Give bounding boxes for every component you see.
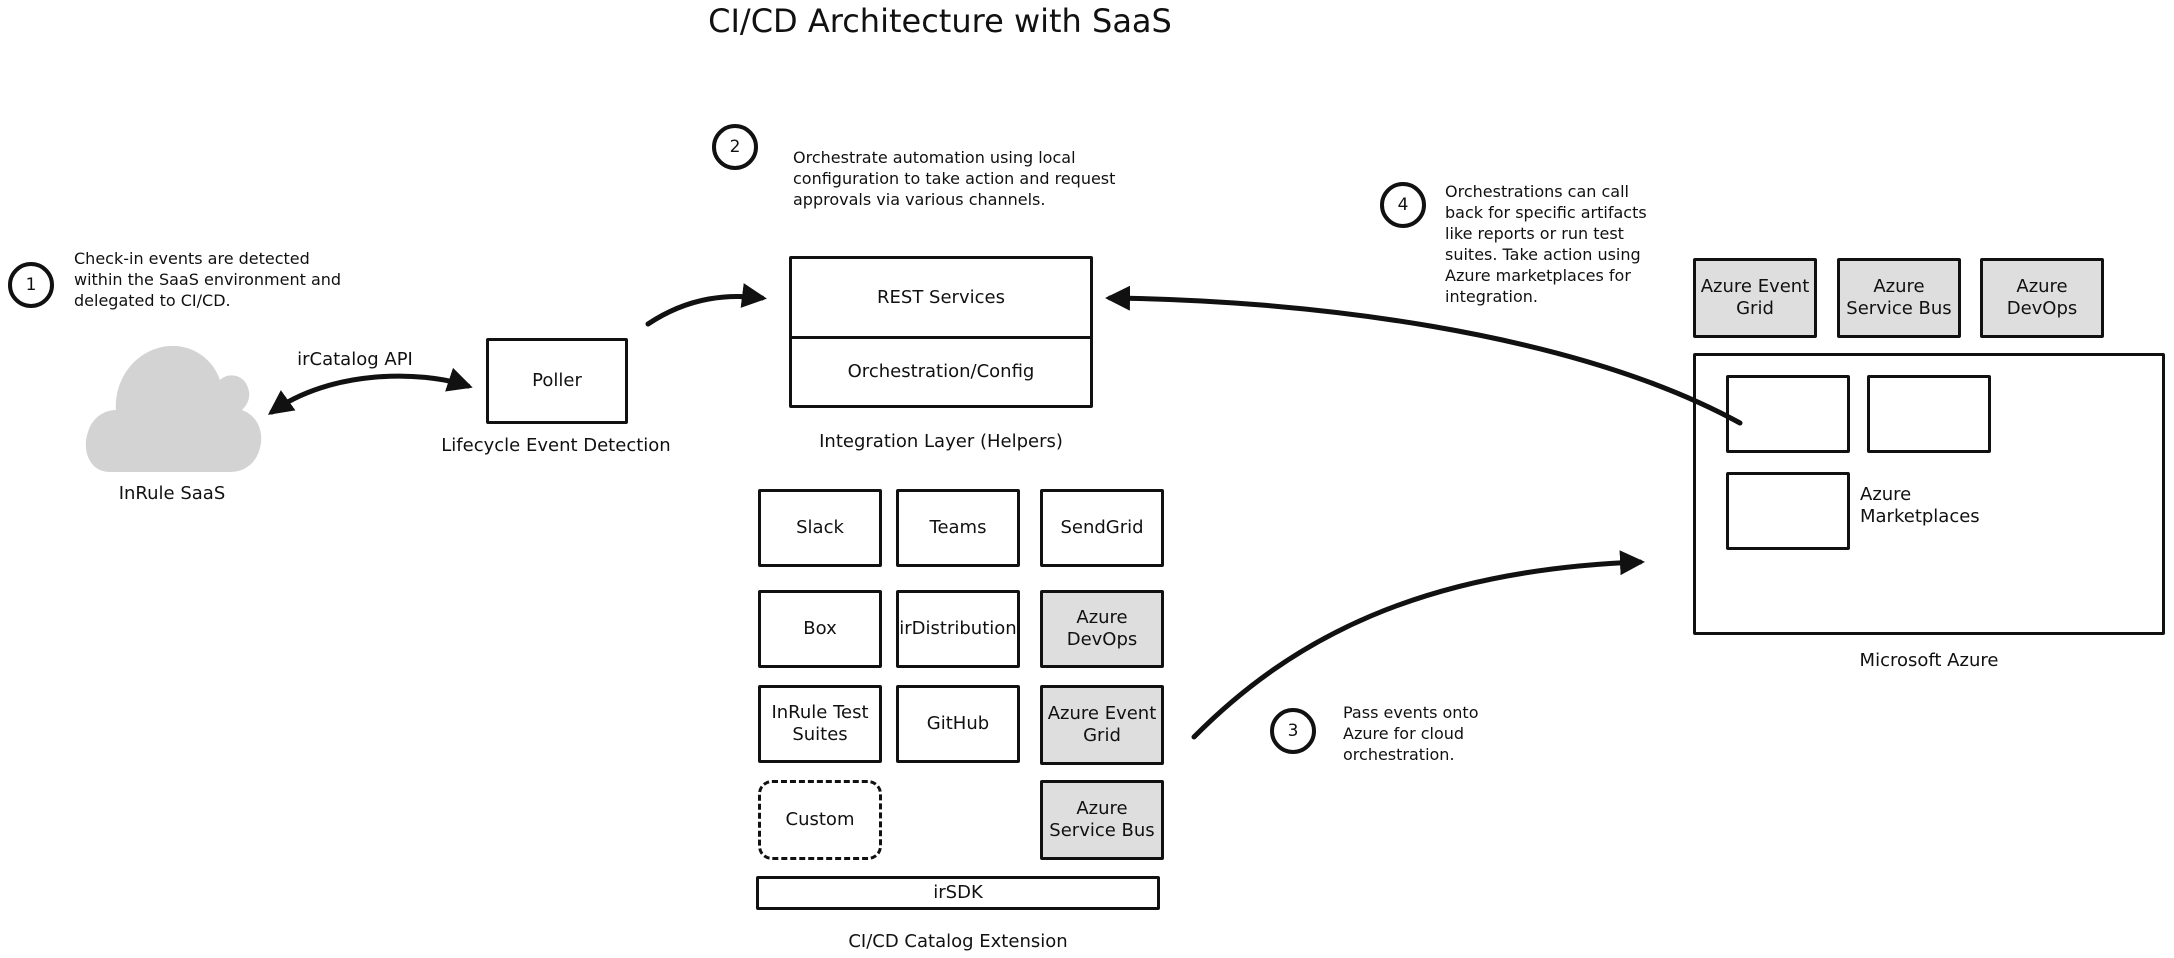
api-label: irCatalog API bbox=[297, 349, 413, 370]
poller-caption: Lifecycle Event Detection bbox=[441, 435, 671, 456]
custom-label: Custom bbox=[785, 809, 855, 830]
azure-service-bus-label: Azure Service Bus bbox=[1049, 798, 1155, 841]
marketplace-rest-arrow bbox=[1105, 285, 1743, 426]
slack-box: Slack bbox=[758, 489, 882, 567]
poller-label: Poller bbox=[532, 370, 582, 391]
step-3-note: Pass events onto Azure for cloud orchest… bbox=[1343, 703, 1479, 764]
azure-marketplaces-label: Azure Marketplaces bbox=[1860, 484, 1980, 527]
azure-top-devops-box: Azure DevOps bbox=[1980, 258, 2104, 338]
poller-integration-arrow bbox=[645, 283, 767, 327]
box-label: Box bbox=[803, 618, 837, 639]
azure-devops-box: Azure DevOps bbox=[1040, 590, 1164, 668]
github-box: GitHub bbox=[896, 685, 1020, 763]
azure-caption: Microsoft Azure bbox=[1859, 650, 1999, 671]
step-2-badge: 2 bbox=[712, 124, 758, 170]
test-suites-label: InRule Test Suites bbox=[771, 702, 869, 745]
step-1-badge: 1 bbox=[8, 262, 54, 308]
teams-box: Teams bbox=[896, 489, 1020, 567]
step-3-badge: 3 bbox=[1270, 708, 1316, 754]
irsdk-label: irSDK bbox=[933, 882, 983, 903]
azure-top-service-bus-label: Azure Service Bus bbox=[1846, 276, 1952, 319]
marketplace-slot-3 bbox=[1726, 472, 1850, 550]
slack-label: Slack bbox=[796, 517, 844, 538]
integration-caption: Integration Layer (Helpers) bbox=[819, 431, 1063, 452]
poller-box: Poller bbox=[486, 338, 628, 424]
orchestration-config-box: Orchestration/Config bbox=[789, 336, 1093, 408]
marketplace-slot-2 bbox=[1867, 375, 1991, 453]
azure-top-service-bus-box: Azure Service Bus bbox=[1837, 258, 1961, 338]
azure-service-bus-box: Azure Service Bus bbox=[1040, 780, 1164, 860]
step-4-badge: 4 bbox=[1380, 182, 1426, 228]
extension-caption: CI/CD Catalog Extension bbox=[848, 931, 1068, 952]
teams-label: Teams bbox=[929, 517, 987, 538]
saas-poller-arrow bbox=[267, 367, 473, 415]
irdistribution-box: irDistribution bbox=[896, 590, 1020, 668]
step-2-note: Orchestrate automation using local confi… bbox=[793, 148, 1116, 209]
saas-label: InRule SaaS bbox=[118, 483, 226, 504]
azure-event-grid-label: Azure Event Grid bbox=[1047, 703, 1157, 746]
rest-services-label: REST Services bbox=[877, 287, 1005, 308]
step-4-note: Orchestrations can call back for specifi… bbox=[1445, 182, 1647, 306]
box-box: Box bbox=[758, 590, 882, 668]
azure-devops-label: Azure DevOps bbox=[1066, 607, 1138, 650]
azure-event-grid-box: Azure Event Grid bbox=[1040, 685, 1164, 765]
cloud-icon bbox=[85, 345, 262, 472]
irdistribution-label: irDistribution bbox=[899, 618, 1017, 639]
azure-top-event-grid-box: Azure Event Grid bbox=[1693, 258, 1817, 338]
sendgrid-label: SendGrid bbox=[1060, 517, 1144, 538]
extension-azure-arrow bbox=[1191, 550, 1645, 740]
diagram-title: CI/CD Architecture with SaaS bbox=[708, 2, 1172, 40]
azure-top-event-grid-label: Azure Event Grid bbox=[1700, 276, 1810, 319]
sendgrid-box: SendGrid bbox=[1040, 489, 1164, 567]
azure-top-devops-label: Azure DevOps bbox=[2006, 276, 2078, 319]
test-suites-box: InRule Test Suites bbox=[758, 685, 882, 763]
orchestration-config-label: Orchestration/Config bbox=[847, 361, 1035, 382]
custom-box: Custom bbox=[758, 780, 882, 860]
step-1-note: Check-in events are detected within the … bbox=[74, 249, 342, 310]
github-label: GitHub bbox=[926, 713, 990, 734]
marketplace-slot-1 bbox=[1726, 375, 1850, 453]
irsdk-bar: irSDK bbox=[756, 876, 1160, 910]
